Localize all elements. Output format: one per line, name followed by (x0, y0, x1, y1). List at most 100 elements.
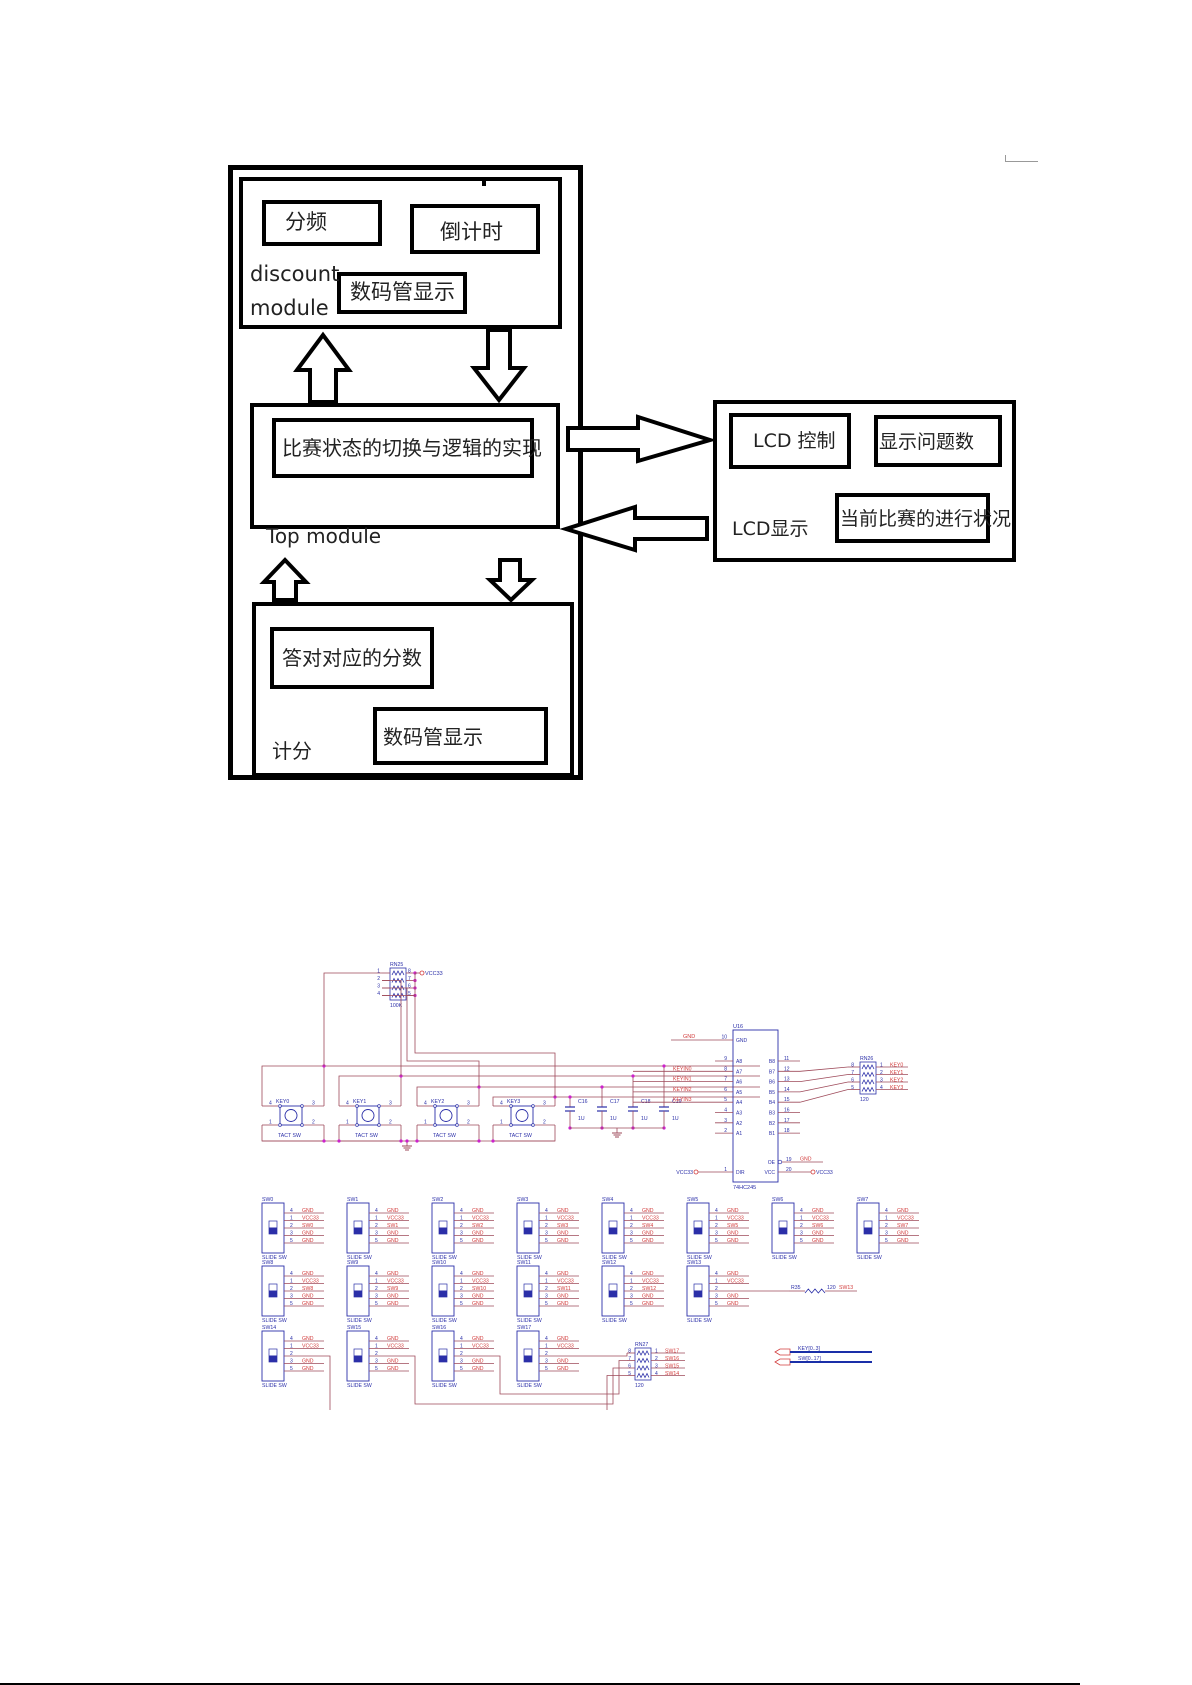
slide-switch-net: VCC33 (472, 1279, 489, 1285)
junction-dot (399, 1139, 403, 1143)
slide-switch-type: SLIDE SW (772, 1255, 797, 1261)
slide-switch-knob-icon (864, 1227, 872, 1234)
slide-switch-net: GND (557, 1301, 569, 1307)
u16-pin-num: 16 (784, 1108, 790, 1114)
slide-switch-pin-num: 3 (460, 1294, 463, 1300)
u16-pin-num: 20 (786, 1167, 792, 1173)
r35-value: 120 (827, 1285, 836, 1291)
slide-switch-pin-num: 3 (630, 1294, 633, 1300)
key-pin-num: 3 (312, 1101, 315, 1107)
slide-switch-pin-num: 1 (460, 1344, 463, 1350)
slide-switch-knob-icon (269, 1355, 277, 1362)
slide-switch-net: VCC33 (642, 1216, 659, 1222)
tact-switch-body (279, 1105, 303, 1126)
rn26-input-wire (799, 1089, 849, 1103)
slide-switch-type: SLIDE SW (857, 1255, 882, 1261)
tact-pin-icon (355, 1123, 359, 1127)
slide-switch-pin-num: 1 (545, 1279, 548, 1285)
key-pin-num: 1 (269, 1120, 272, 1126)
slide-switch-pin-num: 1 (460, 1216, 463, 1222)
rn26-net-label: KEY1 (890, 1070, 903, 1076)
block-segment-display-2-label: 数码管显示 (383, 725, 483, 749)
slide-switch-net: GND (302, 1238, 314, 1244)
slide-switch-pin-num: 4 (460, 1336, 463, 1342)
u16-oe-inversion-icon (777, 1159, 783, 1165)
key-pin-num: 1 (424, 1120, 427, 1126)
slide-switch-net: GND (472, 1271, 484, 1277)
u16-pin-num: 11 (784, 1056, 789, 1062)
slide-switch-pin-num: 5 (460, 1301, 463, 1307)
key-bus-wire (261, 1065, 760, 1106)
tact-pin-icon (300, 1123, 304, 1127)
slide-switch-net: GND (302, 1208, 314, 1214)
key-pin-num: 2 (543, 1120, 546, 1126)
slide-switch-net: GND (642, 1208, 654, 1214)
slide-switch-pin-num: 2 (460, 1223, 463, 1229)
u16-pin-num: 19 (786, 1157, 792, 1163)
slide-switch-net: GND (387, 1366, 399, 1372)
slide-switch-pin-num: 5 (460, 1238, 463, 1244)
slide-switch-net: GND (557, 1238, 569, 1244)
tact-switch-body (356, 1105, 380, 1126)
slide-switch-pin-num: 2 (290, 1351, 293, 1357)
u16-vcc-net: VCC33 (816, 1170, 833, 1176)
slide-switch-type: SLIDE SW (347, 1255, 372, 1261)
slide-switch-ref: SW4 (602, 1197, 613, 1203)
slide-switch-net: GND (812, 1238, 824, 1244)
slide-switch-ref: SW1 (347, 1197, 358, 1203)
sw14-to-rn27-wire (302, 1355, 627, 1410)
arrow-left-lcd-to-top (559, 504, 709, 553)
key-pin-num: 4 (346, 1101, 349, 1107)
slide-switch-pin-num: 5 (630, 1238, 633, 1244)
junction-dot (631, 1074, 635, 1078)
slide-switch-type: SLIDE SW (262, 1383, 287, 1389)
rn26-input-wire (799, 1081, 849, 1093)
slide-switch-net: VCC33 (557, 1344, 574, 1350)
key-ref: KEY0 (276, 1099, 289, 1105)
slide-switch-ref: SW6 (772, 1197, 783, 1203)
slide-switch-pin-num: 3 (545, 1231, 548, 1237)
block-question-count (874, 415, 1002, 467)
slide-switch-pin-num: 2 (800, 1223, 803, 1229)
slide-switch-pin-num: 4 (630, 1208, 633, 1214)
arrow-down-top-to-score (485, 558, 537, 603)
rn27-net-label: SW14 (665, 1371, 679, 1377)
slide-switch-net: GND (557, 1294, 569, 1300)
pullup-wire-key1 (382, 980, 402, 1076)
slide-switch-knob-icon (269, 1290, 277, 1297)
rn27-pin-num: 4 (655, 1371, 658, 1377)
rn27-net-label: SW15 (665, 1364, 679, 1370)
rn27-pin-num: 3 (655, 1364, 658, 1370)
slide-switch-knob-icon (524, 1227, 532, 1234)
slide-switch-pin-num: 1 (290, 1216, 293, 1222)
junction-dot (600, 1085, 604, 1089)
rn26-resistor (861, 1086, 875, 1093)
tact-pin-icon (377, 1104, 381, 1108)
slide-switch-knob-icon (354, 1227, 362, 1234)
key-pin-num: 4 (424, 1101, 427, 1107)
slide-switch-pin-num: 1 (545, 1344, 548, 1350)
slide-switch-knob-icon (354, 1355, 362, 1362)
key-bus-wire (416, 1086, 760, 1106)
tact-pin-icon (433, 1104, 437, 1108)
block-segment-display-1-label: 数码管显示 (350, 280, 455, 304)
slide-switch-net: SW8 (302, 1286, 313, 1292)
u16-pin-name: DIR (736, 1170, 745, 1176)
slide-switch-pin-num: 5 (715, 1238, 718, 1244)
slide-switch-net: GND (897, 1231, 909, 1237)
slide-switch-pin-num: 2 (545, 1223, 548, 1229)
block-correct-answer-score-label: 答对对应的分数 (282, 646, 422, 670)
slide-switch-net: GND (557, 1366, 569, 1372)
slide-switch-pin-num: 4 (545, 1271, 548, 1277)
slide-switch-type: SLIDE SW (347, 1318, 372, 1324)
slide-switch-net: GND (472, 1366, 484, 1372)
u16-pin-name: A6 (736, 1080, 742, 1086)
slide-switch-net: GND (557, 1359, 569, 1365)
slide-switch-net: GND (302, 1231, 314, 1237)
rn26-pin-num: 1 (880, 1063, 883, 1069)
u16-pin-name: A7 (736, 1069, 742, 1075)
discount-module-tick (482, 180, 486, 186)
rn26-net-label: KEY0 (890, 1063, 903, 1069)
slide-switch-net: SW1 (387, 1223, 398, 1229)
u16-net-label: KEYIN1 (673, 1077, 692, 1083)
